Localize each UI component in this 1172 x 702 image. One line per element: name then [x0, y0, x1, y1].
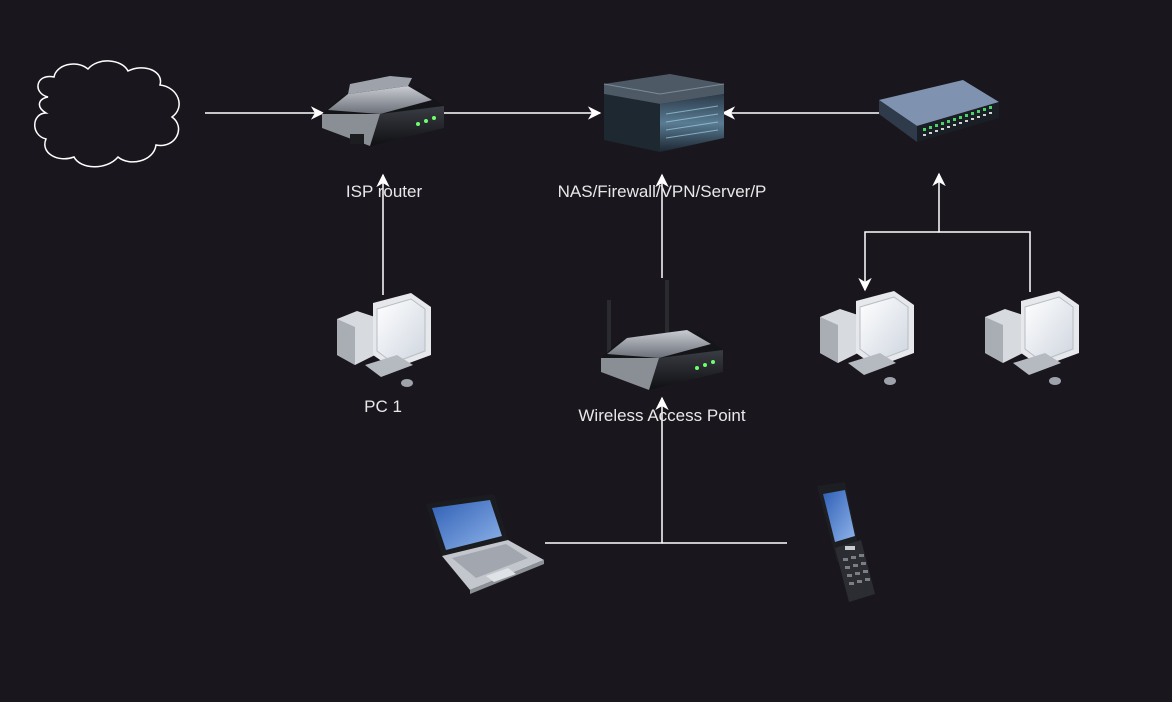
- connectors: [205, 106, 1031, 544]
- server-label: NAS/Firewall/VPN/Server/P: [557, 182, 767, 201]
- server-icon: [603, 74, 725, 152]
- isp-router-label: ISP router: [345, 182, 423, 201]
- wireless-router-icon: [601, 280, 723, 390]
- switch-icon: [879, 80, 999, 142]
- link-switch-to-pc2: [858, 231, 939, 292]
- desktop-pc-icon: [985, 291, 1079, 385]
- link-pc3-to-switch: [932, 172, 1031, 292]
- laptop-icon: [426, 494, 544, 594]
- cloud-icon: [34, 60, 180, 168]
- desktop-pc-icon: [820, 291, 914, 385]
- desktop-pc-icon: [337, 293, 431, 387]
- mobile-phone-icon: [817, 482, 875, 602]
- pc-1-label: PC 1: [364, 397, 402, 416]
- wireless-ap-label: Wireless Access Point: [578, 406, 746, 425]
- router-icon: [322, 76, 444, 146]
